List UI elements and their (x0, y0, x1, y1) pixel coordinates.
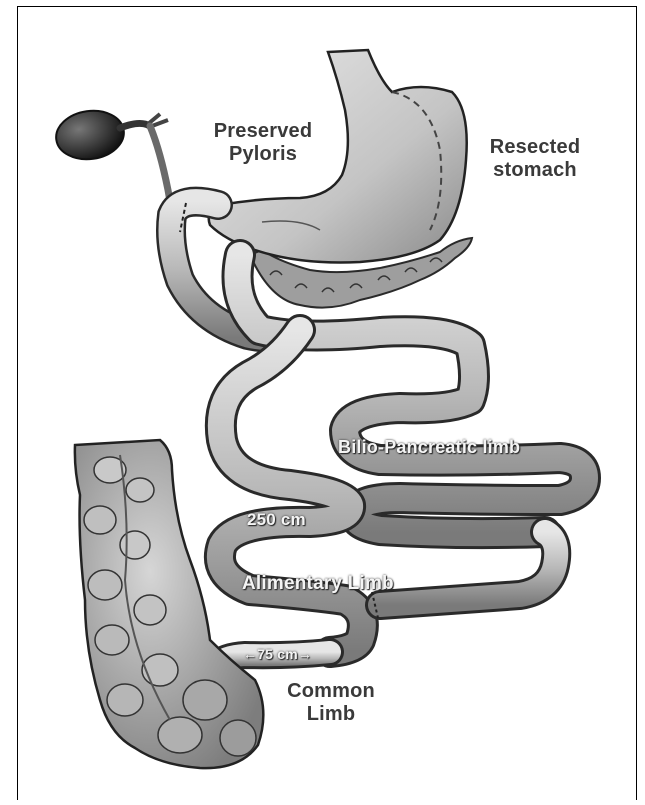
common-limb-label: Common Limb (266, 680, 396, 726)
colon (75, 440, 263, 768)
length-75-label: ←75 cm→ (243, 643, 312, 666)
resected-stomach-line-2: stomach (470, 159, 600, 182)
bilio-pancreatic-limb-label: Bilio-Pancreatic limb (338, 436, 520, 459)
alimentary-limb-tube (220, 330, 363, 652)
alimentary-limb-label: Alimentary Limb (242, 572, 394, 595)
resected-stomach-label: Resected stomach (470, 136, 600, 182)
preserved-pyloris-line-1: Preserved (198, 120, 328, 143)
common-limb-line-2: Limb (266, 703, 396, 726)
length-250-label: 250 cm (247, 508, 306, 531)
common-limb-line-1: Common (266, 680, 396, 703)
preserved-pyloris-line-2: Pyloris (198, 143, 328, 166)
preserved-pyloris-label: Preserved Pyloris (198, 120, 328, 166)
resected-stomach-line-1: Resected (470, 136, 600, 159)
